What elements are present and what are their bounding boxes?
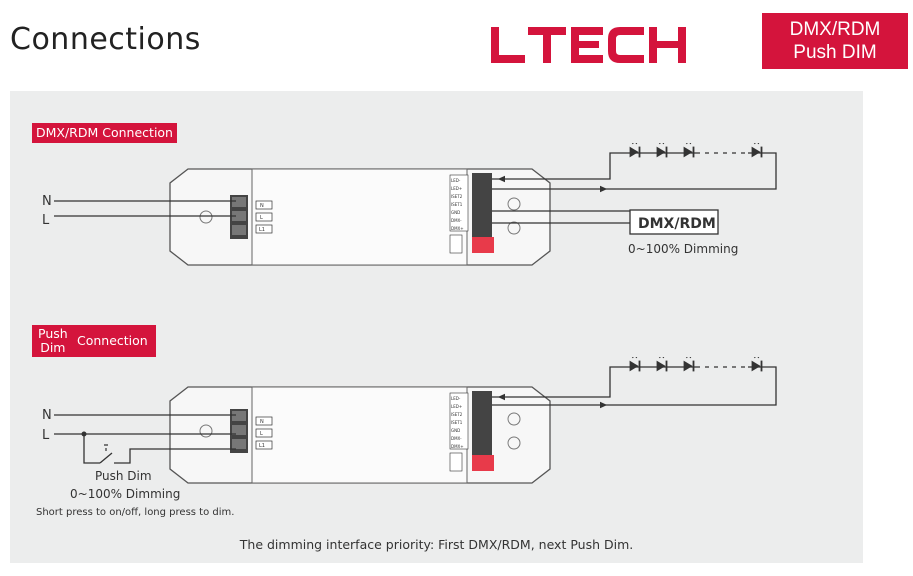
s2-out-led-minus: LED- <box>451 396 461 401</box>
section1-tag: DMX/RDM Connection <box>32 123 177 143</box>
s1-term-l: L <box>260 215 263 221</box>
s2-term-n: N <box>260 419 264 425</box>
push-dim-label: Push Dim <box>95 469 152 483</box>
s1-out-iset1: ISET1 <box>451 202 463 207</box>
s1-input-n: N <box>42 194 52 209</box>
section2-tag: Push Dim Connection <box>32 325 156 357</box>
s2-out-iset1: ISET1 <box>451 420 463 425</box>
s1-out-gnd: GND <box>451 210 460 215</box>
s1-term-l1: L1 <box>259 227 265 233</box>
wiring-diagram: N L L1 LED- LED+ ISET2 ISET1 GND DMX- DM… <box>36 143 777 518</box>
s2-out-iset2: ISET2 <box>451 412 463 417</box>
s1-dimming-label: 0~100% Dimming <box>628 242 738 256</box>
s2-out-dmx-plus: DMX+ <box>451 444 464 449</box>
s1-input-l: L <box>42 213 50 228</box>
badge-line-2: Push DIM <box>793 42 877 63</box>
s2-out-led-plus: LED+ <box>451 404 462 409</box>
ltech-logo <box>491 27 686 63</box>
s1-out-dmx-minus: DMX- <box>451 218 462 223</box>
product-badge: DMX/RDM Push DIM <box>762 13 908 69</box>
s2-input-l: L <box>42 428 50 443</box>
badge-line-1: DMX/RDM <box>789 19 881 40</box>
s2-out-gnd: GND <box>451 428 460 433</box>
s2-term-l: L <box>260 431 263 437</box>
push-dim-note: Short press to on/off, long press to dim… <box>36 507 234 518</box>
s1-out-iset2: ISET2 <box>451 194 463 199</box>
section2-driver <box>169 386 551 484</box>
s2-input-n: N <box>42 408 52 423</box>
s1-out-dmx-plus: DMX+ <box>451 226 464 231</box>
s2-term-l1: L1 <box>259 443 265 449</box>
priority-footer: The dimming interface priority: First DM… <box>239 537 634 552</box>
s1-out-led-minus: LED- <box>451 178 461 183</box>
s2-dimming-label: 0~100% Dimming <box>70 487 180 501</box>
dmx-rdm-device-label: DMX/RDM <box>638 216 716 232</box>
section2-tag-connection: Connection <box>77 333 148 348</box>
s2-out-dmx-minus: DMX- <box>451 436 462 441</box>
section1-driver <box>169 168 551 266</box>
page-title: Connections <box>10 22 201 57</box>
s1-out-led-plus: LED+ <box>451 186 462 191</box>
section2-tag-push-dim: Push Dim <box>38 326 68 355</box>
diagram-panel: DMX/RDM Connection Push Dim Connection <box>10 91 863 563</box>
s1-term-n: N <box>260 203 264 209</box>
